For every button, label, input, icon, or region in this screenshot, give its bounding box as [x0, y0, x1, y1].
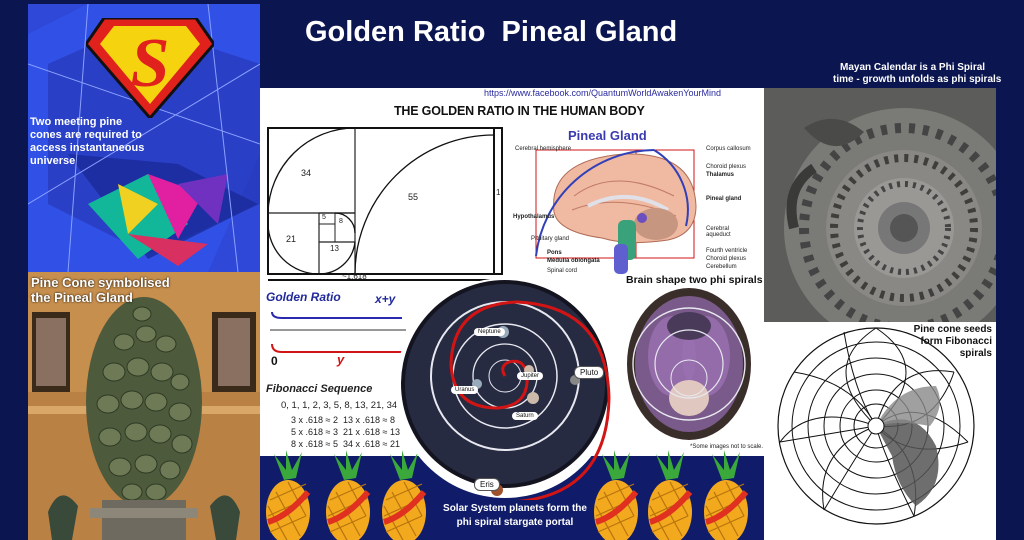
pineal-label: Hypothalamus: [513, 214, 555, 220]
mayan-caption-2: time - growth unfolds as phi spirals: [833, 74, 1002, 85]
pineal-label: Spinal cord: [547, 268, 578, 274]
ratio-label-xy: x+y: [375, 292, 396, 306]
fib-calc-col1: 3 x .618 ≈ 2 5 x .618 ≈ 3 8 x .618 ≈ 5: [291, 414, 338, 450]
brain-shape-caption: Brain shape two phi spirals: [626, 274, 763, 286]
superman-logo-icon: S: [86, 18, 214, 118]
planet-label-eris: Eris: [474, 478, 500, 491]
mayan-calendar-image: [764, 88, 996, 322]
fib-box-13: 13: [330, 244, 339, 253]
fib-calc-col2: 13 x .618 ≈ 8 21 x .618 ≈ 13 34 x .618 ≈…: [343, 414, 400, 450]
pineal-label: Choroid plexus: [706, 164, 747, 170]
pinecone-seeds-caption: Pine cone seeds form Fibonacci spirals: [913, 324, 992, 359]
brain-mri-image: [627, 288, 751, 440]
side-label: 1: [496, 188, 501, 197]
planet-label-saturn: Saturn: [512, 412, 538, 420]
fib-sequence: 0, 1, 1, 2, 3, 5, 8, 13, 21, 34, 55: [281, 400, 414, 411]
source-url: https://www.facebook.com/QuantumWorldAwa…: [484, 88, 721, 98]
solar-system-spiral: [395, 278, 615, 500]
superman-panel: S Two meeting pine cones are required to…: [28, 4, 260, 272]
fib-calc-line: 3 x .618 ≈ 2: [291, 415, 338, 425]
pinecone-seeds-panel: Pine cone seeds form Fibonacci spirals: [764, 322, 996, 540]
pinecone-seeds-diagram: [777, 327, 975, 525]
fib-box-55: 55: [408, 192, 419, 202]
pine-statue-caption: Pine Cone symbolised the Pineal Gland: [31, 275, 170, 305]
solar-caption: Solar System planets form the phi spiral…: [443, 503, 587, 528]
golden-ratio-title: Golden Ratio: [266, 290, 341, 304]
ratio-label-y: y: [337, 352, 345, 367]
fib-calc-line: 13 x .618 ≈ 8: [343, 415, 395, 425]
pineal-title: Pineal Gland: [568, 128, 647, 143]
planet-label-jupiter: Jupiter: [517, 372, 544, 380]
fibonacci-spiral-diagram: [267, 127, 503, 281]
pineal-label: Pons: [547, 250, 562, 256]
golden-body-heading: THE GOLDEN RATIO IN THE HUMAN BODY: [394, 104, 645, 118]
fib-box-8: 8: [339, 218, 343, 225]
fib-calc-line: 21 x .618 ≈ 13: [343, 427, 400, 437]
fib-calc-line: 8 x .618 ≈ 5: [291, 439, 338, 449]
mayan-calendar-panel: [764, 88, 996, 322]
superman-caption: Two meeting pine cones are required to a…: [30, 116, 145, 167]
fib-sequence-title: Fibonacci Sequence: [266, 383, 373, 395]
fib-box-21: 21: [286, 234, 297, 244]
golden-ratio-line-diagram: [270, 311, 406, 353]
pineal-label: Corpus callosum: [706, 146, 751, 152]
fib-box-5: 5: [322, 214, 326, 221]
pine-statue-image: [28, 272, 260, 540]
pine-statue-panel: Pine Cone symbolised the Pineal Gland: [28, 272, 260, 540]
pineal-label: Cerebral aqueduct: [706, 226, 731, 238]
pineal-label: Pituitary gland: [531, 236, 570, 242]
pineal-label: Thalamus: [706, 172, 735, 178]
mayan-caption-1: Mayan Calendar is a Phi Spiral: [840, 62, 986, 73]
fib-calc-line: 34 x .618 ≈ 21: [343, 439, 400, 449]
bottom-label: ~1.618: [342, 272, 367, 281]
superman-geometry: [28, 4, 260, 272]
page-title: Golden Ratio Pineal Gland: [305, 16, 678, 48]
fib-box-34: 34: [301, 168, 312, 178]
fib-calc-line: 5 x .618 ≈ 3: [291, 427, 338, 437]
pineal-label: Cerebral hemisphere: [515, 146, 572, 152]
pineal-label: Fourth ventricle: [706, 248, 748, 254]
superman-s-letter: S: [131, 25, 170, 102]
pineal-label: Pineal gland: [706, 196, 742, 202]
planet-label-pluto: Pluto: [574, 366, 605, 379]
planet-label-neptune: Neptune: [474, 328, 505, 336]
pineal-brain-diagram: [535, 149, 697, 274]
pineal-label: Medulla oblongata: [547, 258, 600, 264]
ratio-zero: 0: [271, 354, 278, 368]
scale-note: *Some images not to scale.: [690, 444, 764, 450]
pineal-label: Choroid plexus: [706, 256, 747, 262]
planet-label-uranus: Uranus: [451, 386, 479, 394]
pineal-label: Cerebellum: [706, 264, 737, 270]
